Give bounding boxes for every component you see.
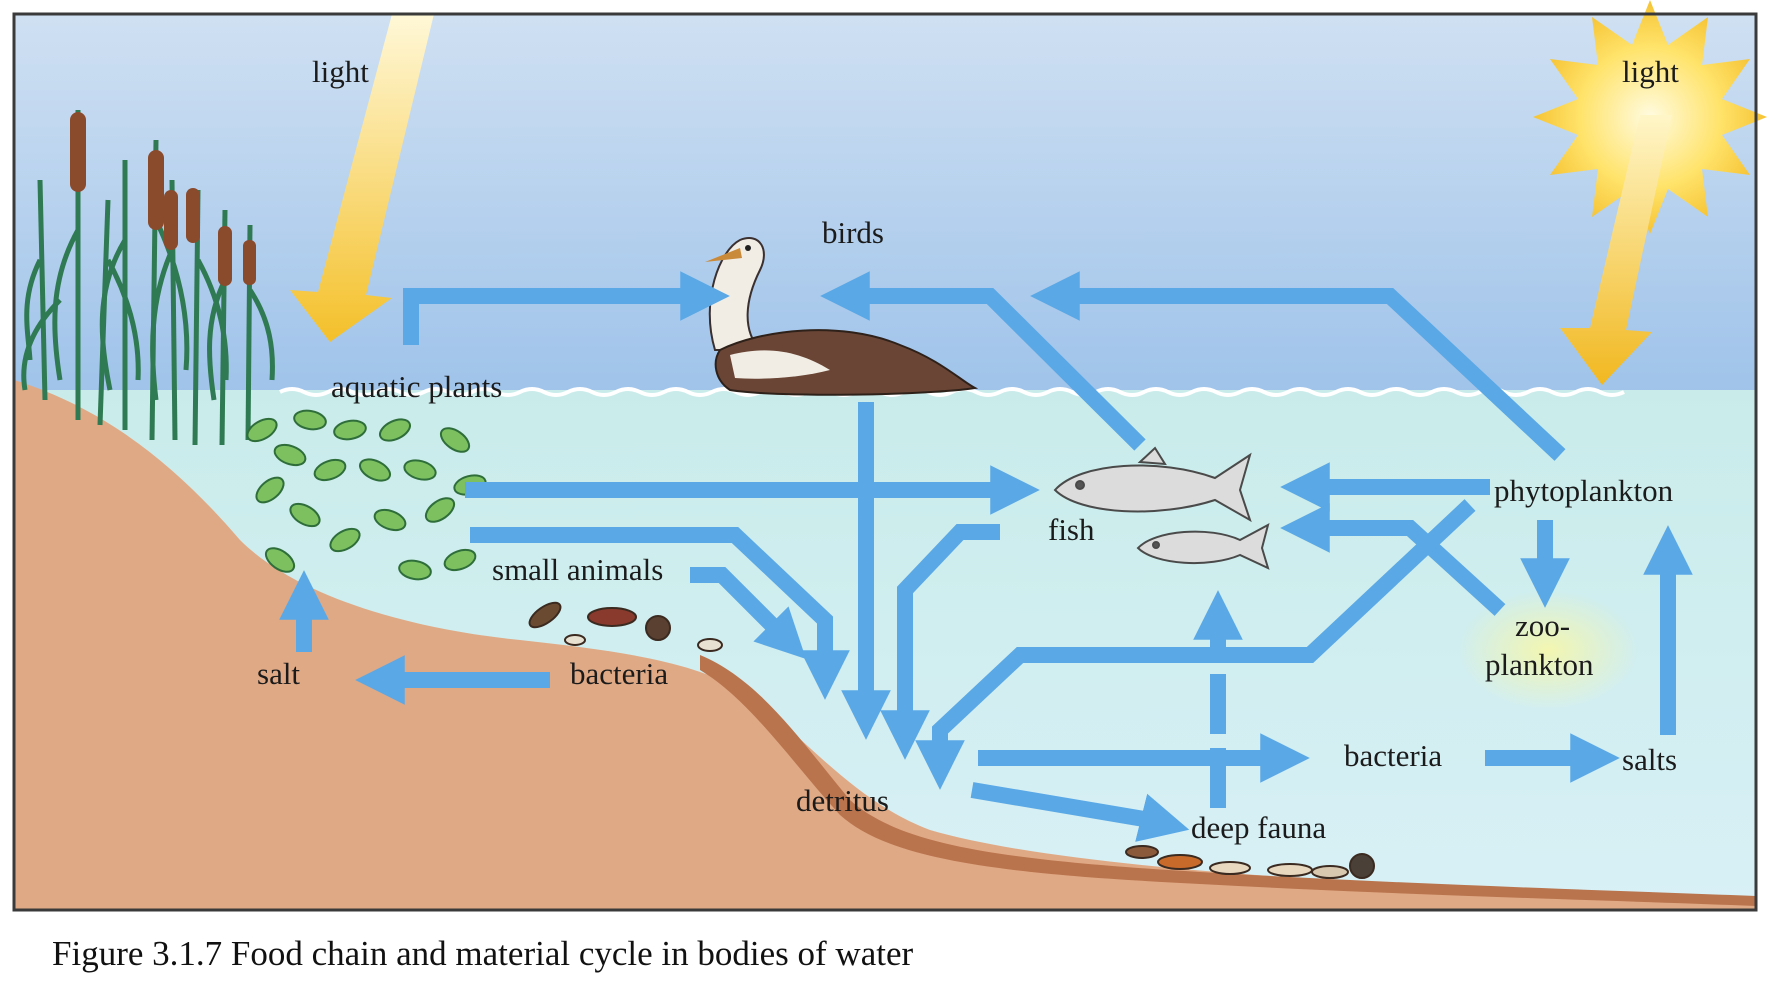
label-salts: salts [1622, 742, 1677, 777]
figure-caption: Figure 3.1.7 Food chain and material cyc… [52, 934, 913, 973]
label-fish: fish [1048, 512, 1095, 547]
label-aquatic-plants: aquatic plants [331, 369, 502, 404]
label-small-animals: small animals [492, 552, 663, 587]
scene [14, 14, 1756, 910]
label-light-left: light [312, 54, 369, 89]
label-bacteria-deep: bacteria [1344, 738, 1442, 773]
label-detritus: detritus [796, 783, 889, 818]
label-phytoplankton: phytoplankton [1494, 473, 1674, 508]
label-zooplankton-1: zoo- [1515, 608, 1570, 643]
sky [14, 14, 1756, 394]
label-light-right: light [1622, 54, 1679, 89]
label-birds: birds [822, 215, 884, 250]
label-bacteria-shore: bacteria [570, 656, 668, 691]
label-deep-fauna: deep fauna [1191, 810, 1326, 845]
label-zooplankton-2: plankton [1485, 647, 1594, 682]
label-salt: salt [257, 656, 300, 691]
